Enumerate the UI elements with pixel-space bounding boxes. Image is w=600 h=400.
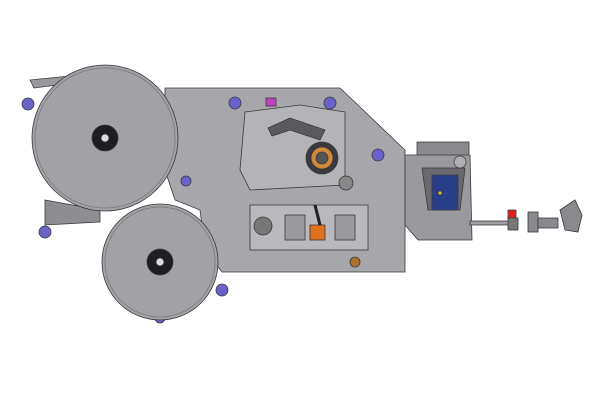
lower-reel <box>101 203 219 321</box>
knob <box>323 96 337 110</box>
knob <box>21 97 35 111</box>
knob <box>215 283 229 297</box>
screen <box>431 174 459 211</box>
orange-block <box>309 224 326 241</box>
sensor-arm <box>469 220 511 226</box>
roller <box>253 216 273 236</box>
red-sensor <box>507 209 517 219</box>
end-clamp <box>559 199 583 233</box>
knob <box>38 225 52 239</box>
lever <box>267 117 326 141</box>
knob <box>228 96 242 110</box>
adjust-knob <box>349 256 361 268</box>
magenta-part <box>265 97 277 107</box>
upper-reel <box>31 64 179 212</box>
print-unit <box>404 141 473 241</box>
knob <box>180 175 192 187</box>
knob <box>371 148 385 162</box>
roller <box>338 175 354 191</box>
